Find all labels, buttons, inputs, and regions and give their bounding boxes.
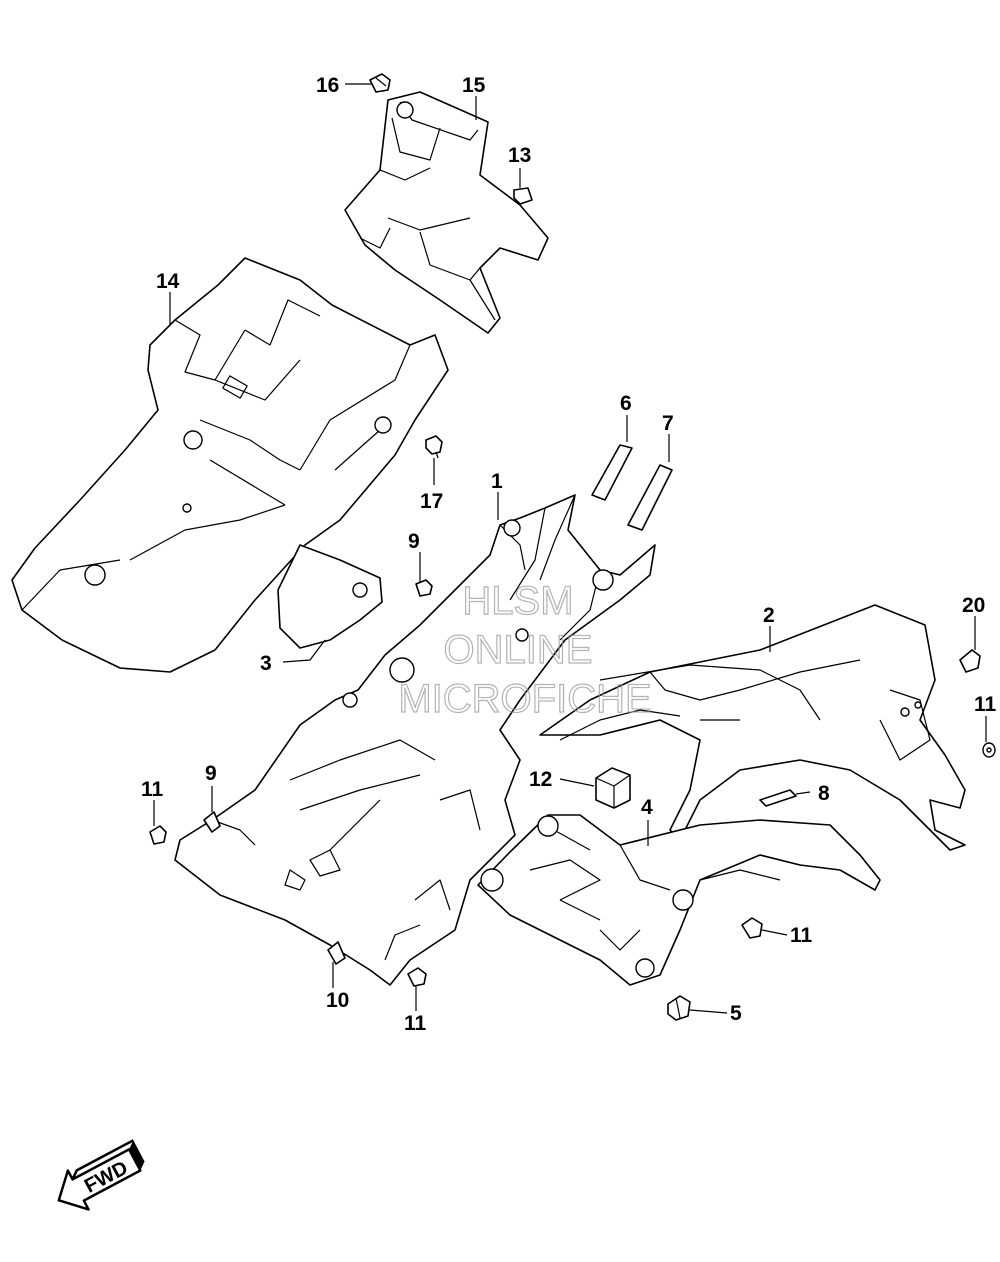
part-9-clip-lower[interactable]: [327, 941, 346, 965]
part-2-rear-fender[interactable]: [539, 604, 966, 851]
part-16-inner-fender[interactable]: [11, 257, 449, 673]
callout-17: 15: [462, 74, 486, 97]
part-13-washer[interactable]: [982, 742, 996, 758]
part-11-screw-lower[interactable]: [407, 967, 427, 987]
callout-10: 9: [408, 530, 420, 553]
part-17-bracket[interactable]: [344, 91, 549, 334]
part-9-clip-upper[interactable]: [203, 811, 221, 833]
callout-8: 8: [818, 782, 830, 805]
callout-1: 1: [491, 470, 503, 493]
part-4-lower-bracket[interactable]: [477, 814, 881, 986]
part-8-pad[interactable]: [759, 789, 797, 807]
callout-16: 14: [156, 270, 180, 293]
part-12-screw[interactable]: [741, 917, 763, 939]
callout-15: 13: [508, 144, 531, 167]
part-6-pad[interactable]: [591, 444, 633, 501]
part-5-bolt[interactable]: [667, 995, 691, 1021]
callout-14: 12: [529, 768, 552, 791]
callout-18: 16: [316, 74, 339, 97]
watermark-line-2: ONLINE: [444, 628, 593, 672]
part-3-shield[interactable]: [277, 544, 383, 649]
watermark-line-1: HLSM: [462, 579, 573, 623]
callout-13: 11: [974, 693, 997, 716]
part-19-bolt[interactable]: [425, 435, 443, 459]
part-14-block[interactable]: [595, 767, 631, 809]
callout-9-upper: 9: [205, 762, 217, 785]
watermark: HLSM ONLINE MICROFICHE: [398, 578, 653, 721]
callout-2: 2: [763, 604, 775, 627]
watermark-line-3: MICROFICHE: [398, 677, 651, 721]
callout-12: 11: [790, 924, 813, 947]
callout-7: 7: [662, 412, 674, 435]
part-1-rear-frame[interactable]: [174, 494, 656, 986]
fwd-direction-badge: FWD: [57, 1139, 145, 1211]
callout-9-lower: 10: [326, 989, 349, 1012]
part-10-bolt[interactable]: [415, 579, 433, 597]
callout-11-lower: 11: [404, 1012, 427, 1035]
callout-4: 4: [641, 796, 653, 819]
callout-20: 20: [962, 594, 985, 617]
callout-6: 6: [620, 392, 632, 415]
callout-labels: 16 15 13 14 3 17 9 1 6 7 2 20 11 12 8 4 …: [141, 74, 997, 1035]
part-18-screw[interactable]: [369, 73, 391, 93]
part-11-screw-upper[interactable]: [149, 825, 167, 845]
callout-5: 5: [730, 1002, 742, 1025]
part-20-screw[interactable]: [959, 649, 981, 673]
part-15-grommet[interactable]: [513, 187, 533, 205]
part-7-pad[interactable]: [627, 464, 673, 531]
callout-3: 3: [260, 652, 272, 675]
callout-19: 17: [420, 490, 443, 513]
leader-lines: [153, 83, 987, 1014]
callout-11-upper: 11: [141, 778, 164, 801]
